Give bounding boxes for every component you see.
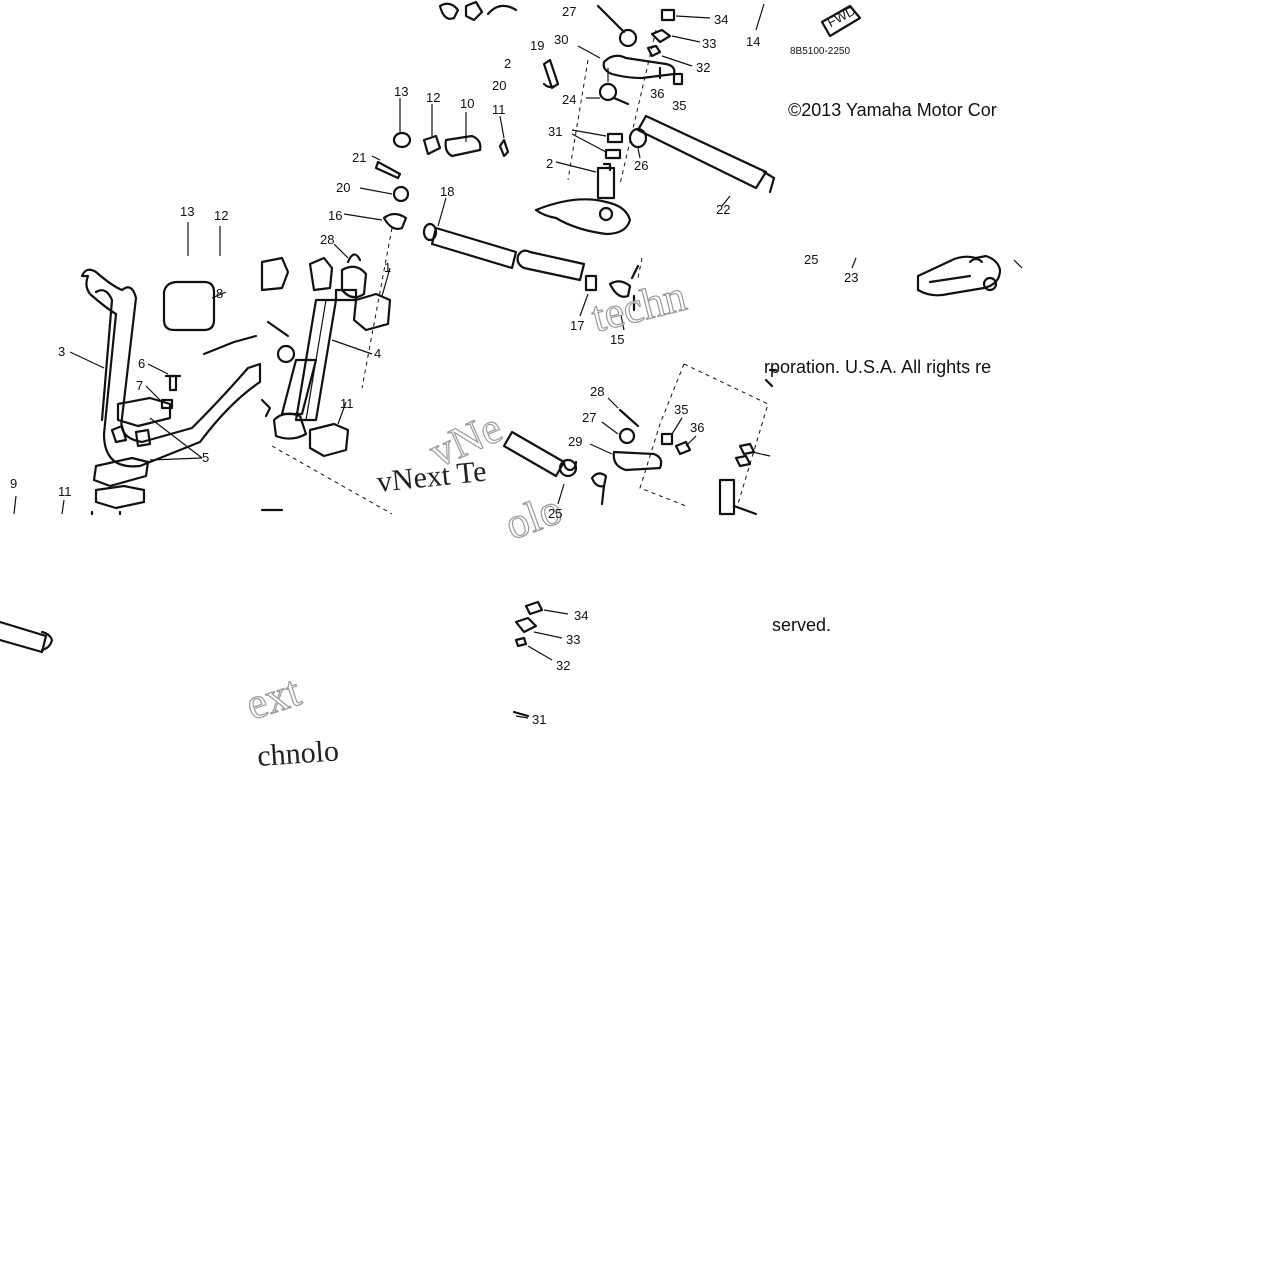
diagram-tile-right-bracket — [764, 254, 1023, 388]
callout-label: 34 — [574, 608, 588, 623]
callout-label: 21 — [352, 150, 366, 165]
callout-label: 11 — [340, 396, 354, 411]
callout-label: 15 — [610, 332, 624, 347]
callout-label: 29 — [568, 434, 582, 449]
callout-label: 8 — [216, 286, 223, 301]
callout-label: 28 — [590, 384, 604, 399]
callout-label: 26 — [634, 158, 648, 173]
callout-label: 20 — [336, 180, 350, 195]
callout-label: 18 — [440, 184, 454, 199]
callout-labels: 27 34 14 19 30 33 32 2 20 36 35 24 31 26… — [10, 4, 858, 727]
callout-label: 25 — [548, 506, 562, 521]
callout-label: 34 — [714, 12, 728, 27]
callout-label: 19 — [530, 38, 544, 53]
callout-label: 27 — [562, 4, 576, 19]
callout-label: 31 — [548, 124, 562, 139]
copyright-line-1: ©2013 Yamaha Motor Cor — [788, 100, 997, 120]
watermark-text-lower: chnolo — [256, 734, 340, 773]
callout-label: 9 — [10, 476, 17, 491]
watermark-outline-ext: ext — [240, 666, 306, 729]
diagram-tile-upper-column: FWD 8B5100-2250 — [438, 0, 862, 236]
callout-label: 7 — [136, 378, 143, 393]
callout-label: 12 — [214, 208, 228, 223]
diagram-tile-lower-hardware — [512, 600, 569, 719]
callout-label: 25 — [804, 252, 818, 267]
callout-label: 32 — [556, 658, 570, 673]
callout-label: 11 — [58, 484, 72, 499]
callout-label: 35 — [674, 402, 688, 417]
diagram-tile-main-column — [260, 98, 643, 515]
callout-label: 23 — [844, 270, 858, 285]
callout-label: 33 — [702, 36, 716, 51]
callout-label: 6 — [138, 356, 145, 371]
copyright-line-3: served. — [772, 615, 831, 635]
callout-label: 14 — [746, 34, 760, 49]
callout-label: 35 — [672, 98, 686, 113]
callout-label: 12 — [426, 90, 440, 105]
diagram-tile-lower-arm — [260, 363, 771, 516]
callout-label: 30 — [554, 32, 568, 47]
callout-label: 28 — [320, 232, 334, 247]
callout-label: 2 — [546, 156, 553, 171]
callout-label: 33 — [566, 632, 580, 647]
callout-label: 13 — [180, 204, 194, 219]
callout-label: 11 — [492, 102, 506, 117]
callout-label: 13 — [394, 84, 408, 99]
callout-label: 16 — [328, 208, 342, 223]
callout-label: 22 — [716, 202, 730, 217]
copyright-line-2: rporation. U.S.A. All rights re — [764, 357, 991, 377]
callout-label: 10 — [460, 96, 474, 111]
callout-label: 2 — [504, 56, 511, 71]
callout-label: 24 — [562, 92, 576, 107]
callout-label: 1 — [384, 260, 391, 275]
callout-label: 3 — [58, 344, 65, 359]
diagram-tile-handlebar — [0, 222, 262, 654]
watermark-outline-techn: techn — [587, 271, 691, 342]
callout-label: 5 — [202, 450, 209, 465]
callout-label: 27 — [582, 410, 596, 425]
callout-label: 32 — [696, 60, 710, 75]
callout-label: 31 — [532, 712, 546, 727]
copyright-group: ©2013 Yamaha Motor Cor rporation. U.S.A.… — [764, 100, 997, 635]
fwd-label: FWD — [825, 3, 858, 30]
callout-label: 17 — [570, 318, 584, 333]
callout-label: 20 — [492, 78, 506, 93]
callout-label: 36 — [650, 86, 664, 101]
drawing-code: 8B5100-2250 — [790, 46, 850, 57]
callout-label: 4 — [374, 346, 381, 361]
callout-label: 36 — [690, 420, 704, 435]
